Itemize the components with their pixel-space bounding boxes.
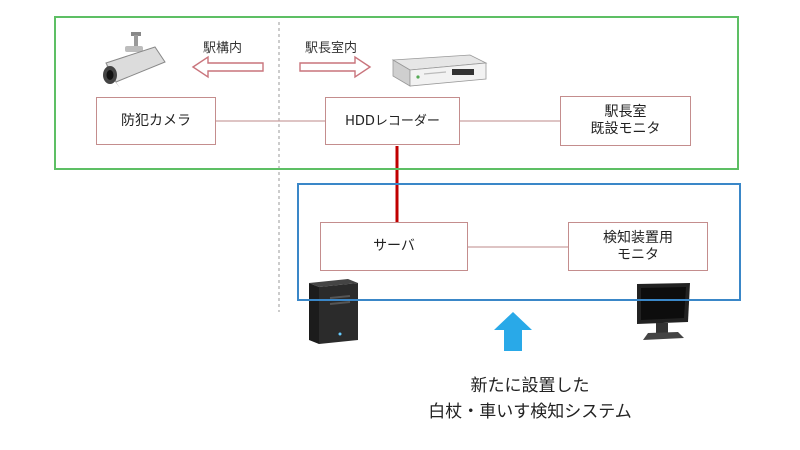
existing-monitor-label-line1: 駅長室 bbox=[604, 104, 647, 120]
left-arrow-icon bbox=[191, 55, 264, 79]
up-arrow-icon bbox=[494, 312, 532, 351]
detection-monitor-box: 検知装置用 モニタ bbox=[568, 222, 708, 271]
new-system-frame bbox=[297, 183, 741, 301]
existing-system-frame bbox=[54, 16, 739, 170]
server-label: サーバ bbox=[373, 238, 415, 254]
detection-monitor-label-line1: 検知装置用 bbox=[603, 229, 673, 246]
camera-label: 防犯カメラ bbox=[121, 112, 191, 129]
server-box: サーバ bbox=[320, 222, 468, 271]
security-camera-icon bbox=[103, 32, 166, 88]
zone-label-station-office: 駅長室内 bbox=[305, 41, 358, 56]
existing-monitor-label-line2: 既設モニタ bbox=[590, 121, 661, 137]
existing-monitor-box: 駅長室 既設モニタ bbox=[560, 96, 691, 146]
zone-label-station-premises: 駅構内 bbox=[203, 41, 243, 56]
camera-box: 防犯カメラ bbox=[96, 97, 216, 145]
hdd-recorder-icon bbox=[391, 54, 488, 87]
server-tower-icon bbox=[309, 279, 358, 344]
detection-monitor-label-line2: モニタ bbox=[617, 246, 659, 263]
caption-line1: 新たに設置した bbox=[470, 376, 590, 396]
hdd-label: HDDレコーダー bbox=[345, 113, 440, 129]
right-arrow-icon bbox=[299, 55, 372, 79]
caption-line2: 白杖・車いす検知システム bbox=[428, 402, 632, 422]
monitor-icon bbox=[637, 283, 690, 340]
hdd-recorder-box: HDDレコーダー bbox=[325, 97, 460, 145]
